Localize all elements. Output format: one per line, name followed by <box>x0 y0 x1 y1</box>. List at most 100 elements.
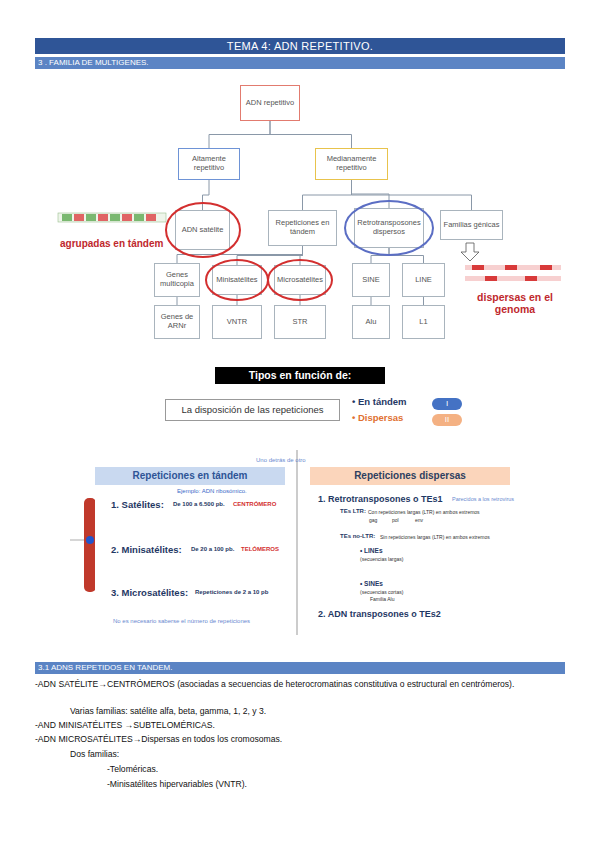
tree-connector <box>303 180 352 210</box>
section-band: 3.1 ADNS REPETIDOS EN TANDEM. <box>35 662 565 674</box>
node-text: Alu <box>366 318 377 327</box>
panel-text: TELÓMEROS <box>241 546 279 552</box>
highlight-ellipse <box>345 201 433 255</box>
dna-strip <box>58 213 166 222</box>
body-text: -ADN MICROSATÉLITES→Dispersas en todos l… <box>35 734 515 744</box>
node-text: Altamente repetitivo <box>179 155 239 172</box>
category-box: L1 <box>402 305 445 339</box>
dna-strip <box>465 276 561 281</box>
divider <box>297 450 298 635</box>
category-box: ADN satélite <box>175 210 230 250</box>
category-box: Repeticiones en tándem <box>268 210 337 246</box>
node-text: STR <box>293 318 308 327</box>
body-text: -AND MINISATÉLITES →SUBTELOMÉRICAS. <box>35 720 515 730</box>
category-box: SINE <box>352 263 390 297</box>
panel-text: Repeticiones de 2 a 10 pb <box>195 589 268 595</box>
node-text: Tipos en función de: <box>249 369 351 381</box>
tree-connector <box>300 295 301 305</box>
category-box: Medianamente repetitivo <box>315 148 388 180</box>
tree-connector <box>352 180 390 208</box>
panel-text: CENTRÓMERO <box>233 501 276 507</box>
category-box: La disposición de las repeticiones <box>165 399 340 421</box>
dna-segment <box>98 214 108 221</box>
node-text: Familias génicas <box>444 221 500 230</box>
bullet-label: • En tándem <box>352 396 432 407</box>
panel-text: 1. Satélites: <box>111 499 164 510</box>
panel-text: Parecidos a los retrovirus <box>452 496 514 502</box>
panel-heading: Repeticiones en tándem <box>95 467 285 485</box>
node-text: Genes multicopia <box>155 271 199 288</box>
tree-connector <box>389 248 424 263</box>
panel-text: No es necesario saberse el número de rep… <box>113 618 250 624</box>
panel-text: 2. Minisatélites: <box>111 544 182 555</box>
tree-connector <box>209 121 270 148</box>
node-text: SINE <box>362 276 380 285</box>
panel-text: 3. Microsatélites: <box>111 587 188 598</box>
panel-text: De 100 a 6.500 pb. <box>173 501 225 507</box>
node-text: Repeticiones en tándem <box>269 219 336 236</box>
tree-connector <box>352 180 472 210</box>
dna-segment <box>472 265 484 270</box>
category-box: Genes multicopia <box>154 263 200 297</box>
node-text: ADN satélite <box>182 226 224 235</box>
body-text: -Minisatélites hipervariables (VNTR). <box>107 779 407 789</box>
panel-text: 1. Retrotransposones o TEs1 <box>318 494 443 504</box>
category-box: Retrotransposones dispersos <box>354 208 424 248</box>
node-text: Genes de ARNr <box>155 313 199 330</box>
category-box: ADN repetitivo <box>240 85 300 121</box>
body-text: -ADN SATÉLITE→CENTRÓMEROS (asociadas a s… <box>35 677 567 691</box>
highlight-ellipse <box>268 260 332 300</box>
tree-connector <box>203 180 210 210</box>
section-band: 3 . FAMILIA DE MULTIGENES. <box>35 57 565 69</box>
bullet-label: • Dispersas <box>352 412 432 423</box>
panel-text: De 20 a 100 pb. <box>191 546 234 552</box>
panel-text: 2. ADN transposones o TEs2 <box>318 609 441 619</box>
panel-text: Ejemplo: ADN ribosómico. <box>177 488 247 494</box>
node-text: ADN repetitivo <box>246 99 294 108</box>
panel-text: Sin repeticiones largas (LTR) en ambos e… <box>380 534 490 540</box>
node-text: VNTR <box>227 318 247 327</box>
category-box: Alu <box>352 305 390 339</box>
panel-text: (secuencias largas) <box>360 556 403 562</box>
tree-connector <box>300 246 303 265</box>
panel-text: • SINEs <box>360 580 383 587</box>
dna-segment <box>485 276 497 281</box>
highlight-ellipse <box>206 260 268 300</box>
node-text: LINE <box>415 276 432 285</box>
annotation: agrupadas en tándem <box>60 238 175 249</box>
category-box: Genes de ARNr <box>154 305 200 339</box>
category-box: Altamente repetitivo <box>178 148 240 180</box>
node-text: Medianamente repetitivo <box>316 155 387 172</box>
hollow-arrow <box>461 243 479 261</box>
tree-connector <box>237 246 303 265</box>
panel-text: TEs LTR: <box>340 508 366 514</box>
category-box: Minisatélites <box>212 265 262 295</box>
panel-text: Con repeticiones largas (LTR) en ambos e… <box>368 509 480 515</box>
title-band: TEMA 4: ADN REPETITIVO. <box>35 38 565 54</box>
type-pill: I <box>432 398 462 410</box>
node-text: Retrotransposones dispersos <box>355 219 423 236</box>
panel-text: TEs no-LTR: <box>340 533 375 539</box>
category-box: VNTR <box>212 305 262 339</box>
node-text: Microsatélites <box>277 276 323 285</box>
dna-segment <box>62 214 72 221</box>
panel-text: (secuencias cortas) <box>360 589 403 595</box>
title-text: TEMA 4: ADN REPETITIVO. <box>227 40 373 52</box>
tree-connector <box>237 295 238 305</box>
annotation: dispersas en el genoma <box>470 291 560 315</box>
node-text: II <box>445 415 449 424</box>
type-pill: II <box>432 414 462 426</box>
info-panel: Repeticiones en tándemEjemplo: ADN ribos… <box>95 455 285 633</box>
dna-segment <box>525 276 537 281</box>
tree-connector <box>423 297 424 305</box>
category-box: STR <box>274 305 326 339</box>
tree-connector <box>371 297 372 305</box>
panel-heading: Repeticiones dispersas <box>310 467 510 485</box>
dna-segment <box>86 214 96 221</box>
panel-text: Familia Alu <box>370 596 394 602</box>
